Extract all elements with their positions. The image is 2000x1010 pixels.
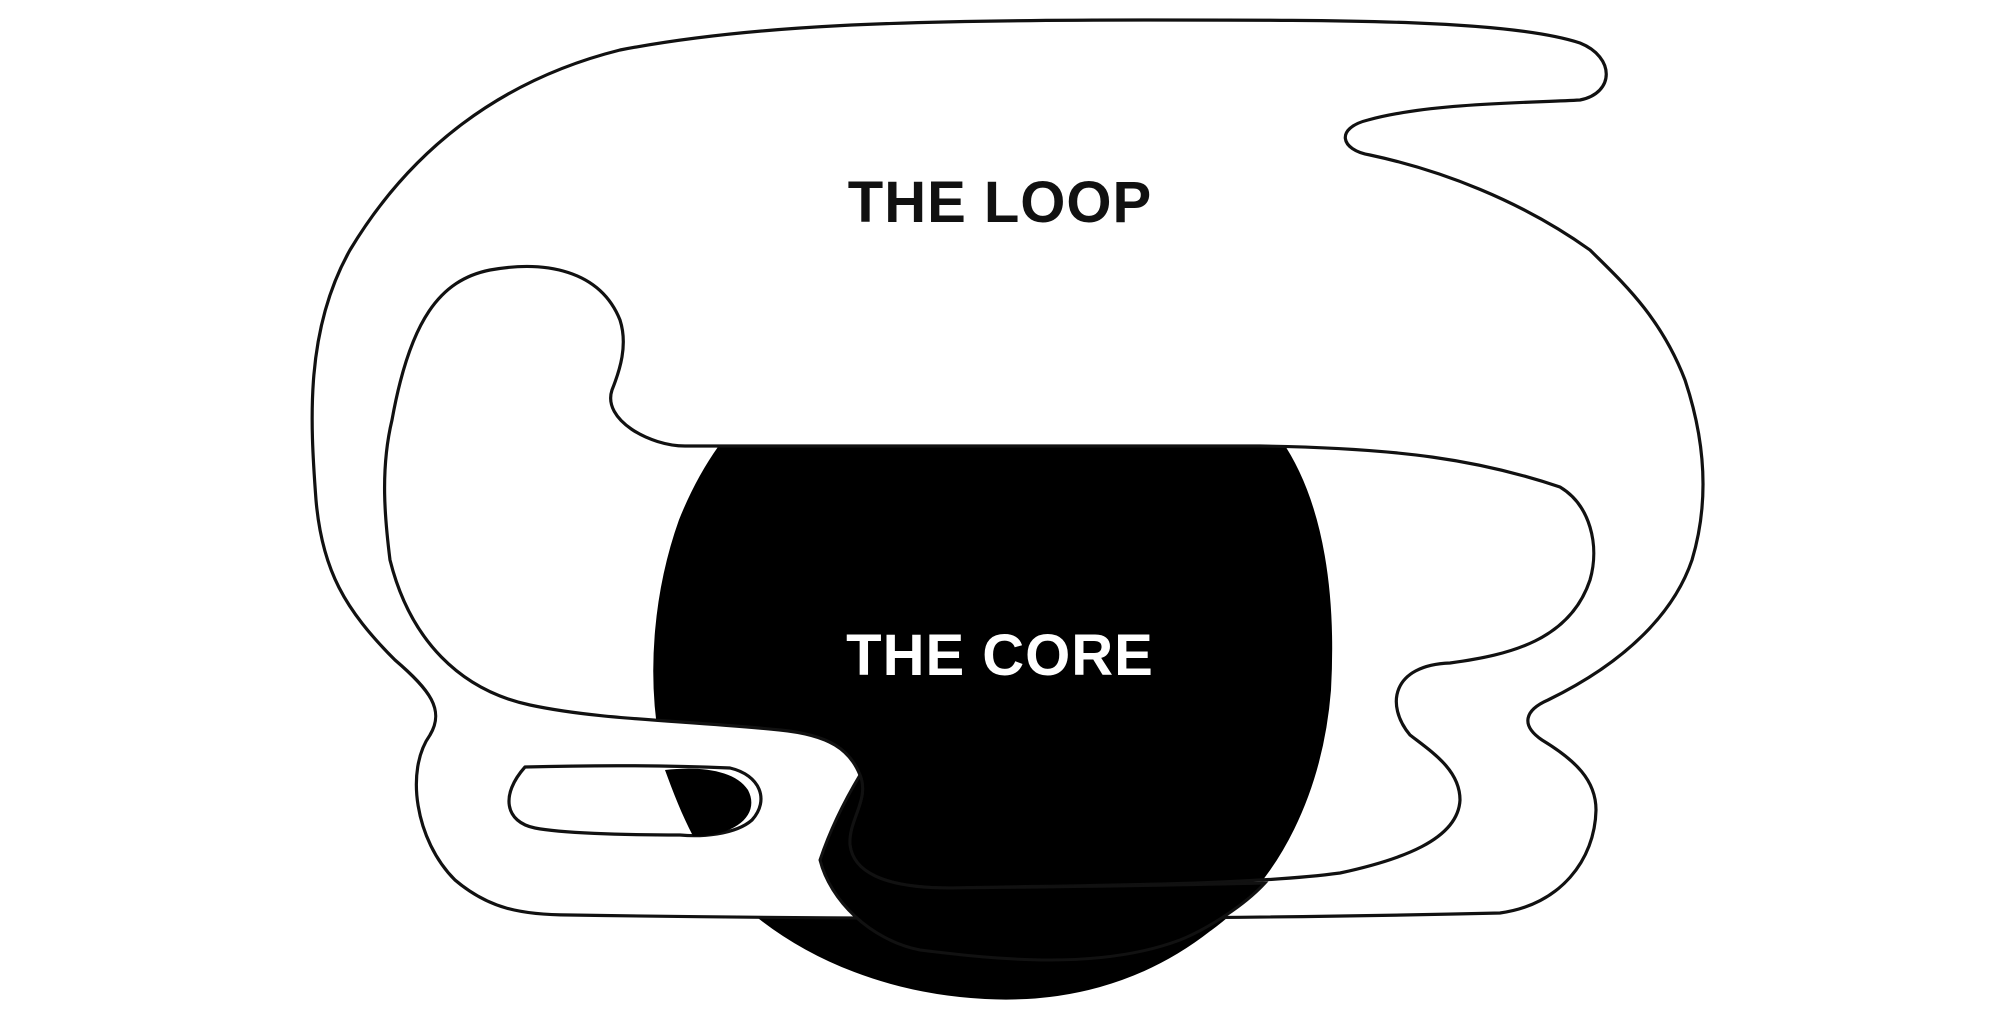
core-label: THE CORE [846, 623, 1154, 688]
loop-label: THE LOOP [848, 170, 1152, 235]
core-through-slot [665, 768, 752, 836]
core-lower-segment [818, 771, 1269, 962]
loop-band [310, 18, 1705, 921]
